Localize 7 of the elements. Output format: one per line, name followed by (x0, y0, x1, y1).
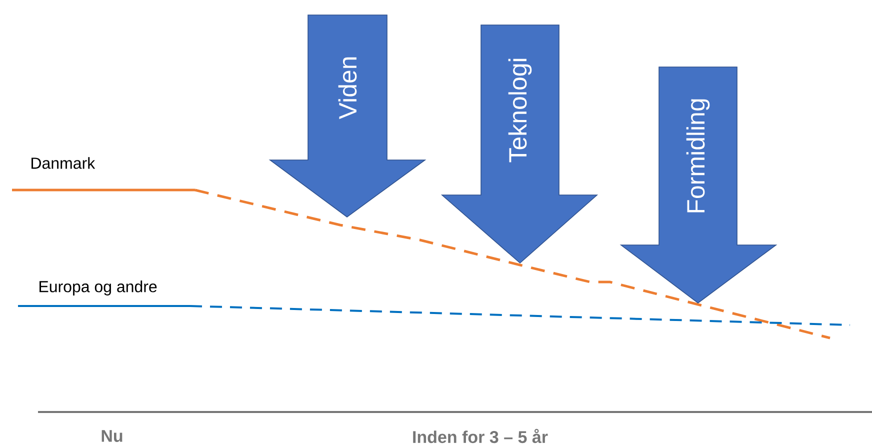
downward-pointer: Teknologi (440, 24, 598, 264)
downward-pointer: Viden (268, 14, 426, 218)
line-label: Europa og andre (40, 280, 157, 296)
downward-pointer: Formidling (620, 66, 778, 304)
line-label: Danmark (32, 157, 96, 169)
axis-label: Nu (102, 430, 122, 442)
axis-label: Inden for 3 – 5 år (413, 428, 548, 444)
